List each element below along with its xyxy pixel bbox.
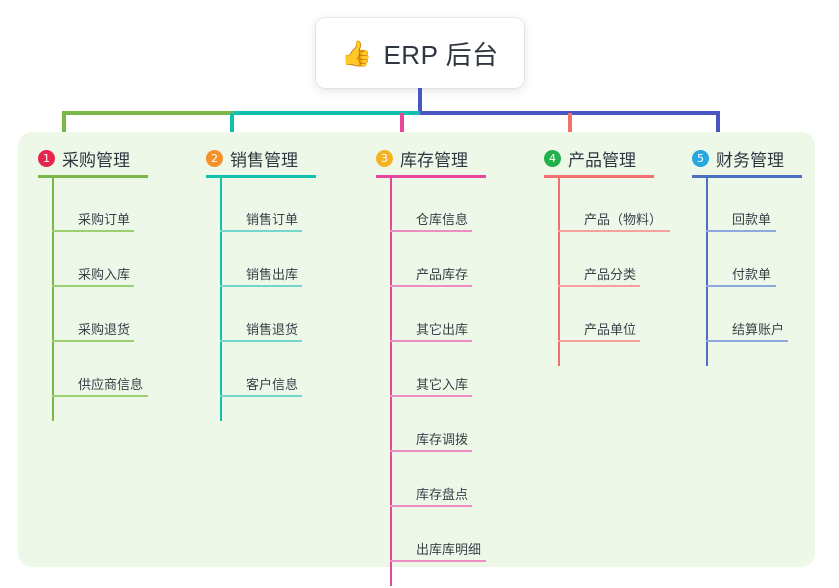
leaf-underline [390,340,472,342]
leaf-item[interactable]: 产品分类 [558,264,642,287]
leaf-underline [52,285,134,287]
leaf-underline [706,230,776,232]
leaf-label: 回款单 [732,212,772,227]
leaf-item[interactable]: 仓库信息 [390,209,474,232]
leaf-underline [390,505,472,507]
leaf-item[interactable]: 产品库存 [390,264,474,287]
branch-label-finance: 财务管理 [716,151,784,170]
leaf-underline [220,395,302,397]
leaf-underline [390,230,472,232]
leaf-item[interactable]: 其它入库 [390,374,474,397]
leaf-label: 产品库存 [416,267,469,282]
branch-underline-inventory [376,175,486,178]
branch-label-sales: 销售管理 [230,151,298,170]
leaf-underline [390,560,486,562]
leaf-underline [558,340,640,342]
branch-underline-product [544,175,654,178]
leaf-item[interactable]: 采购退货 [52,319,136,342]
leaf-item[interactable]: 出库库明细 [390,539,487,562]
branch-spine-purchase [52,175,54,421]
branches-card: 1 采购管理采购订单采购入库采购退货供应商信息 2 销售管理销售订单销售出库销售退货客… [18,132,815,586]
branch-number-badge-product: 4 [544,150,561,167]
leaf-item[interactable]: 产品（物料） [558,209,670,232]
leaf-item[interactable]: 销售出库 [220,264,304,287]
leaf-item[interactable]: 其它出库 [390,319,474,342]
root-stem-connector [418,88,422,113]
leaf-underline [390,450,472,452]
leaf-item[interactable]: 结算账户 [706,319,790,342]
leaf-underline [52,230,134,232]
branch-spine-inventory [390,175,392,586]
leaf-label: 付款单 [732,267,772,282]
leaf-item[interactable]: 销售订单 [220,209,304,232]
branch-header-finance[interactable]: 5 财务管理 [692,146,784,171]
leaf-label: 产品分类 [584,267,637,282]
leaf-label: 供应商信息 [78,377,144,392]
branch-header-purchase[interactable]: 1 采购管理 [38,146,130,171]
leaf-label: 销售出库 [246,267,299,282]
leaf-label: 采购入库 [78,267,131,282]
branch-header-inventory[interactable]: 3 库存管理 [376,146,468,171]
branch-header-sales[interactable]: 2 销售管理 [206,146,298,171]
leaf-label: 销售退货 [246,322,299,337]
leaf-item[interactable]: 销售退货 [220,319,304,342]
leaf-label: 客户信息 [246,377,299,392]
branch-label-product: 产品管理 [568,151,636,170]
bus-segment-teal [234,111,420,115]
branch-header-product[interactable]: 4 产品管理 [544,146,636,171]
branch-spine-finance [706,175,708,366]
leaf-item[interactable]: 客户信息 [220,374,304,397]
leaf-underline [706,285,776,287]
branch-underline-purchase [38,175,148,178]
branch-label-purchase: 采购管理 [62,151,130,170]
leaf-label: 其它入库 [416,377,469,392]
leaf-underline [390,395,472,397]
branch-number-badge-inventory: 3 [376,150,393,167]
leaf-item[interactable]: 采购订单 [52,209,136,232]
leaf-item[interactable]: 库存调拨 [390,429,474,452]
leaf-underline [390,285,472,287]
bus-segment-green [62,111,234,115]
leaf-underline [558,285,640,287]
branch-spine-sales [220,175,222,421]
branch-number-badge-finance: 5 [692,150,709,167]
branch-label-inventory: 库存管理 [400,151,468,170]
leaf-item[interactable]: 库存盘点 [390,484,474,507]
leaf-underline [220,285,302,287]
leaf-item[interactable]: 供应商信息 [52,374,149,397]
leaf-label: 库存调拨 [416,432,469,447]
leaf-underline [52,340,134,342]
leaf-label: 采购退货 [78,322,131,337]
leaf-label: 其它出库 [416,322,469,337]
leaf-label: 结算账户 [732,322,785,337]
leaf-underline [52,395,148,397]
branch-spine-product [558,175,560,366]
leaf-label: 仓库信息 [416,212,469,227]
leaf-label: 销售订单 [246,212,299,227]
branch-number-badge-sales: 2 [206,150,223,167]
leaf-label: 采购订单 [78,212,131,227]
branch-underline-finance [692,175,802,178]
branch-number-badge-purchase: 1 [38,150,55,167]
leaf-underline [220,230,302,232]
leaf-label: 出库库明细 [416,542,482,557]
leaf-label: 产品（物料） [584,212,663,227]
leaf-label: 产品单位 [584,322,637,337]
root-node[interactable]: 👍 ERP 后台 [316,18,524,88]
leaf-underline [558,230,670,232]
leaf-item[interactable]: 采购入库 [52,264,136,287]
leaf-underline [706,340,788,342]
leaf-underline [220,340,302,342]
root-title: ERP 后台 [383,39,499,70]
thumbs-up-icon: 👍 [341,38,373,68]
branch-underline-sales [206,175,316,178]
leaf-item[interactable]: 产品单位 [558,319,642,342]
leaf-item[interactable]: 付款单 [706,264,777,287]
leaf-label: 库存盘点 [416,487,469,502]
leaf-item[interactable]: 回款单 [706,209,777,232]
